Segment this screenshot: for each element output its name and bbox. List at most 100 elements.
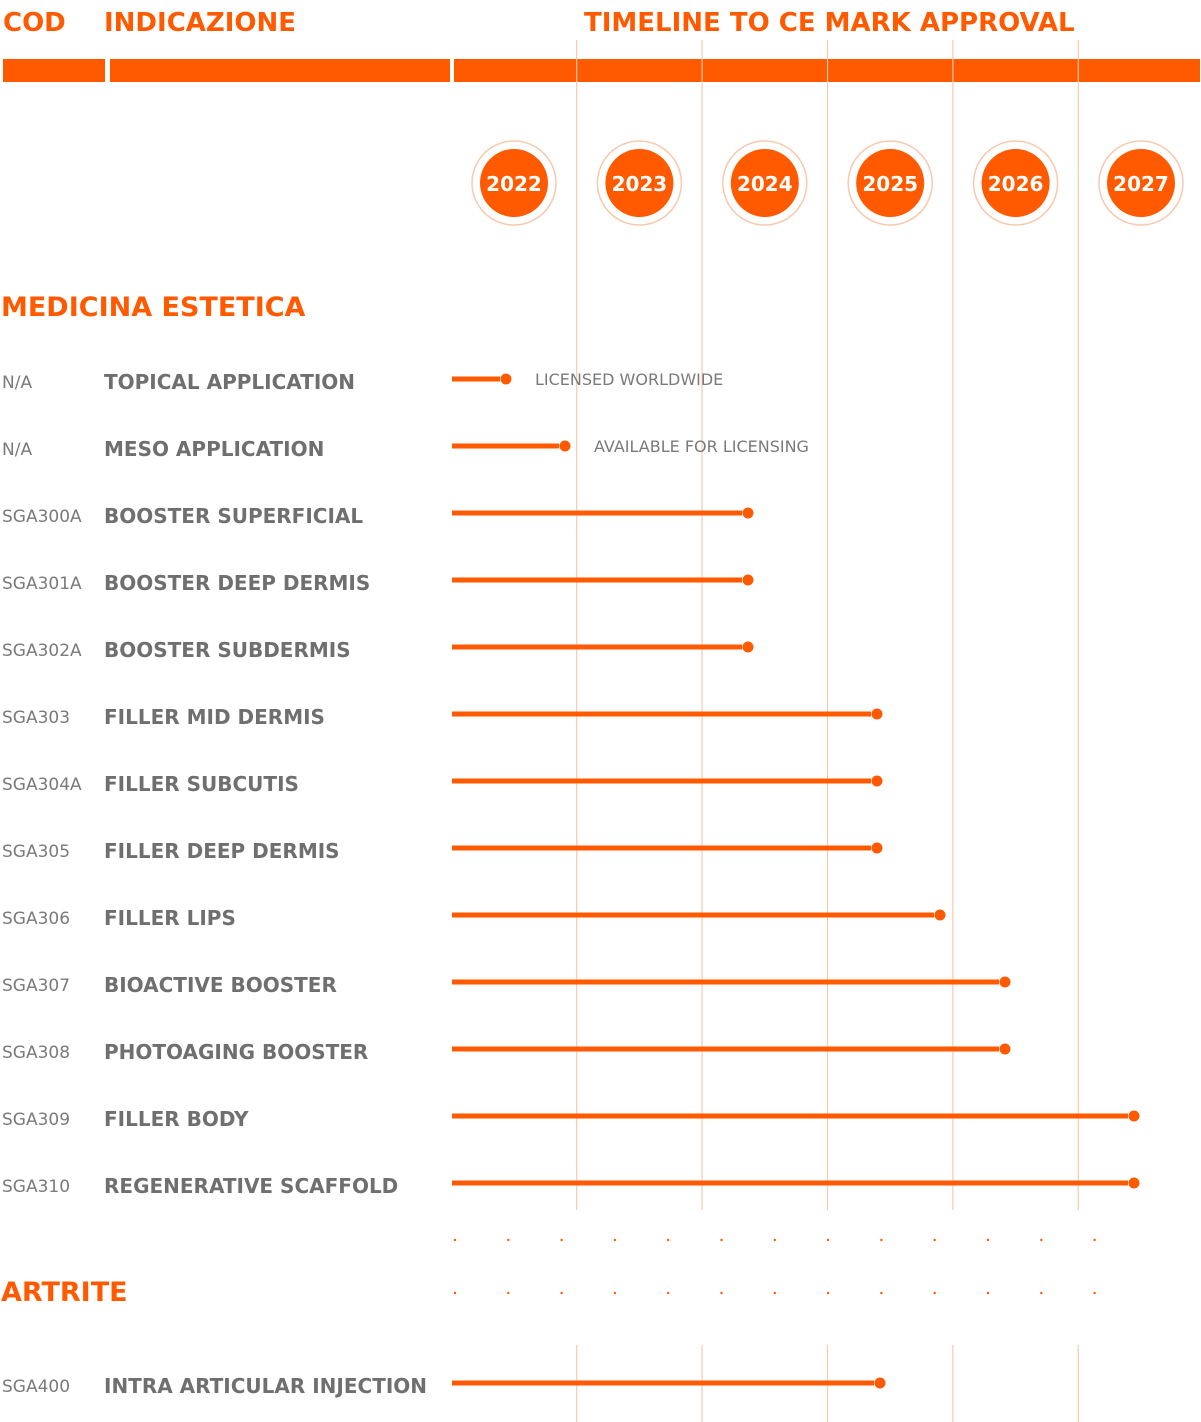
row-indication: FILLER BODY (104, 1107, 249, 1131)
section-medicina-estetica: MEDICINA ESTETICA N/A TOPICAL APPLICATION L… (1, 292, 1140, 1198)
row-code: SGA309 (2, 1110, 70, 1130)
row-indication: REGENERATIVE SCAFFOLD (104, 1174, 398, 1198)
row-note: LICENSED WORLDWIDE (535, 370, 723, 389)
timeline-end-dot (500, 373, 512, 385)
year-label: 2026 (988, 172, 1044, 196)
separator-dot (560, 1238, 563, 1242)
timeline-end-dot (999, 1043, 1011, 1055)
separator-dot (826, 1238, 830, 1242)
section-title: ARTRITE (1, 1277, 128, 1308)
header-col-indication: INDICAZIONE (104, 8, 296, 38)
timeline-end-dot (874, 1377, 886, 1389)
table-row: SGA308 PHOTOAGING BOOSTER (2, 1040, 1011, 1064)
row-indication: MESO APPLICATION (104, 437, 324, 461)
header-col-timeline: TIMELINE TO CE MARK APPROVAL (584, 8, 1075, 38)
timeline-end-dot (742, 507, 754, 519)
separator-dot (667, 1238, 670, 1242)
separator-dot (986, 1291, 990, 1295)
table-row: SGA305 FILLER DEEP DERMIS (2, 839, 883, 863)
timeline-end-dot (871, 775, 883, 787)
year-marker-2025: 2025 (847, 140, 933, 226)
section-title: MEDICINA ESTETICA (1, 292, 306, 323)
table-row: SGA300A BOOSTER SUPERFICIAL (2, 504, 754, 528)
table-row: SGA301A BOOSTER DEEP DERMIS (2, 571, 754, 595)
separator-dot (613, 1291, 617, 1295)
timeline-end-dot (871, 842, 883, 854)
timeline-end-dot (871, 708, 883, 720)
row-note: AVAILABLE FOR LICENSING (594, 437, 809, 456)
separator-dot (720, 1238, 723, 1242)
separator-dot (507, 1238, 510, 1242)
separator-dot (880, 1291, 883, 1295)
timeline-end-dot (742, 574, 754, 586)
row-indication: FILLER DEEP DERMIS (104, 839, 340, 863)
separator-dot (453, 1238, 457, 1242)
row-code: SGA300A (2, 507, 82, 527)
row-code: SGA301A (2, 574, 82, 594)
grid-lines (576, 40, 1079, 1422)
separator-dots (453, 1238, 1096, 1295)
row-indication: TOPICAL APPLICATION (104, 370, 355, 394)
row-indication: BOOSTER DEEP DERMIS (104, 571, 370, 595)
year-circle (480, 149, 548, 217)
row-indication: PHOTOAGING BOOSTER (104, 1040, 368, 1064)
row-code: SGA302A (2, 641, 82, 661)
separator-dot (453, 1291, 457, 1295)
row-code: SGA400 (2, 1377, 70, 1397)
separator-dot (826, 1291, 830, 1295)
row-indication: BOOSTER SUPERFICIAL (104, 504, 363, 528)
year-label: 2024 (737, 172, 793, 196)
year-circle (1107, 149, 1175, 217)
separator-dot (773, 1291, 776, 1295)
separator-dot (667, 1291, 670, 1295)
row-indication: FILLER MID DERMIS (104, 705, 325, 729)
table-row: SGA309 FILLER BODY (2, 1107, 1140, 1131)
header-bar-indication (110, 59, 450, 82)
year-circle (856, 149, 925, 217)
row-code: N/A (2, 373, 32, 393)
separator-dot (613, 1238, 617, 1242)
timeline-end-dot (999, 976, 1011, 988)
row-code: N/A (2, 440, 32, 460)
row-indication: INTRA ARTICULAR INJECTION (104, 1374, 427, 1398)
year-label: 2023 (612, 172, 668, 196)
separator-dot (720, 1291, 723, 1295)
separator-dot (986, 1238, 990, 1242)
year-circle (605, 149, 674, 217)
separator-dot (560, 1291, 563, 1295)
year-label: 2022 (486, 172, 542, 196)
row-indication: BOOSTER SUBDERMIS (104, 638, 351, 662)
timeline-end-dot (559, 440, 571, 452)
table-row: N/A MESO APPLICATION AVAILABLE FOR LICENSI… (2, 437, 809, 461)
timeline-end-dot (1128, 1177, 1140, 1189)
section-artrite: ARTRITE SGA400 INTRA ARTICULAR INJECTION (1, 1277, 886, 1398)
row-indication: FILLER LIPS (104, 906, 236, 930)
year-marker-2024: 2024 (722, 140, 808, 226)
separator-dot (1093, 1238, 1096, 1242)
row-code: SGA305 (2, 842, 70, 862)
year-marker-2022: 2022 (471, 140, 557, 226)
separator-dot (880, 1238, 883, 1242)
header-col-code: COD (3, 8, 66, 38)
separator-dot (933, 1291, 936, 1295)
separator-dot (773, 1238, 776, 1242)
timeline-end-dot (1128, 1110, 1140, 1122)
row-indication: BIOACTIVE BOOSTER (104, 973, 337, 997)
separator-dot (1040, 1238, 1043, 1242)
year-marker-2023: 2023 (596, 140, 683, 226)
table-row: SGA302A BOOSTER SUBDERMIS (2, 638, 754, 662)
year-label: 2025 (862, 172, 918, 196)
separator-dot (1093, 1291, 1096, 1295)
separator-dot (1040, 1291, 1043, 1295)
row-code: SGA308 (2, 1043, 70, 1063)
table-row: SGA400 INTRA ARTICULAR INJECTION (2, 1374, 886, 1398)
table-row: N/A TOPICAL APPLICATION LICENSED WORLDWIDE (2, 370, 723, 394)
row-code: SGA303 (2, 708, 70, 728)
timeline-end-dot (742, 641, 754, 653)
